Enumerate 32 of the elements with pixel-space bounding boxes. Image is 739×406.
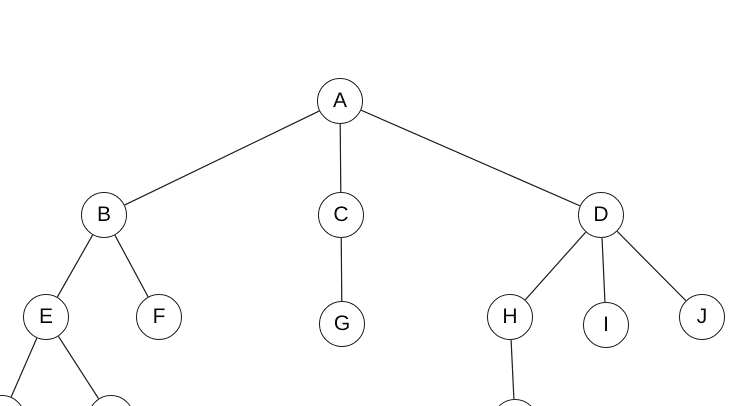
connector-line xyxy=(510,340,515,400)
tree-node xyxy=(319,301,365,347)
node-label: B xyxy=(96,203,111,227)
connector-line xyxy=(601,238,606,302)
tree-node xyxy=(136,294,182,340)
node-label: F xyxy=(152,305,166,329)
tree-node xyxy=(679,294,725,340)
connector-line xyxy=(360,110,580,206)
node-label: C xyxy=(333,203,349,227)
node-label: E xyxy=(38,305,53,329)
tree-node xyxy=(81,192,127,238)
node-label: J xyxy=(696,305,708,329)
tree-node xyxy=(487,294,533,340)
connector-line xyxy=(10,338,38,398)
connector-line xyxy=(340,124,342,192)
tree-node xyxy=(583,302,629,348)
connector-line xyxy=(58,336,100,400)
connector-line xyxy=(124,110,320,206)
connector-line xyxy=(56,234,94,298)
node-label: A xyxy=(332,89,347,113)
connector-line xyxy=(616,230,686,302)
node-label: I xyxy=(603,313,609,337)
tree-node xyxy=(318,192,364,238)
node-label: D xyxy=(593,203,609,227)
tree-node xyxy=(578,192,624,238)
tree-node xyxy=(317,78,363,124)
tree-node xyxy=(23,294,69,340)
connector-line xyxy=(524,232,586,300)
connector-line xyxy=(340,238,342,301)
node-label: G xyxy=(334,312,350,336)
node-label: H xyxy=(502,305,518,329)
connector-line xyxy=(114,234,149,298)
